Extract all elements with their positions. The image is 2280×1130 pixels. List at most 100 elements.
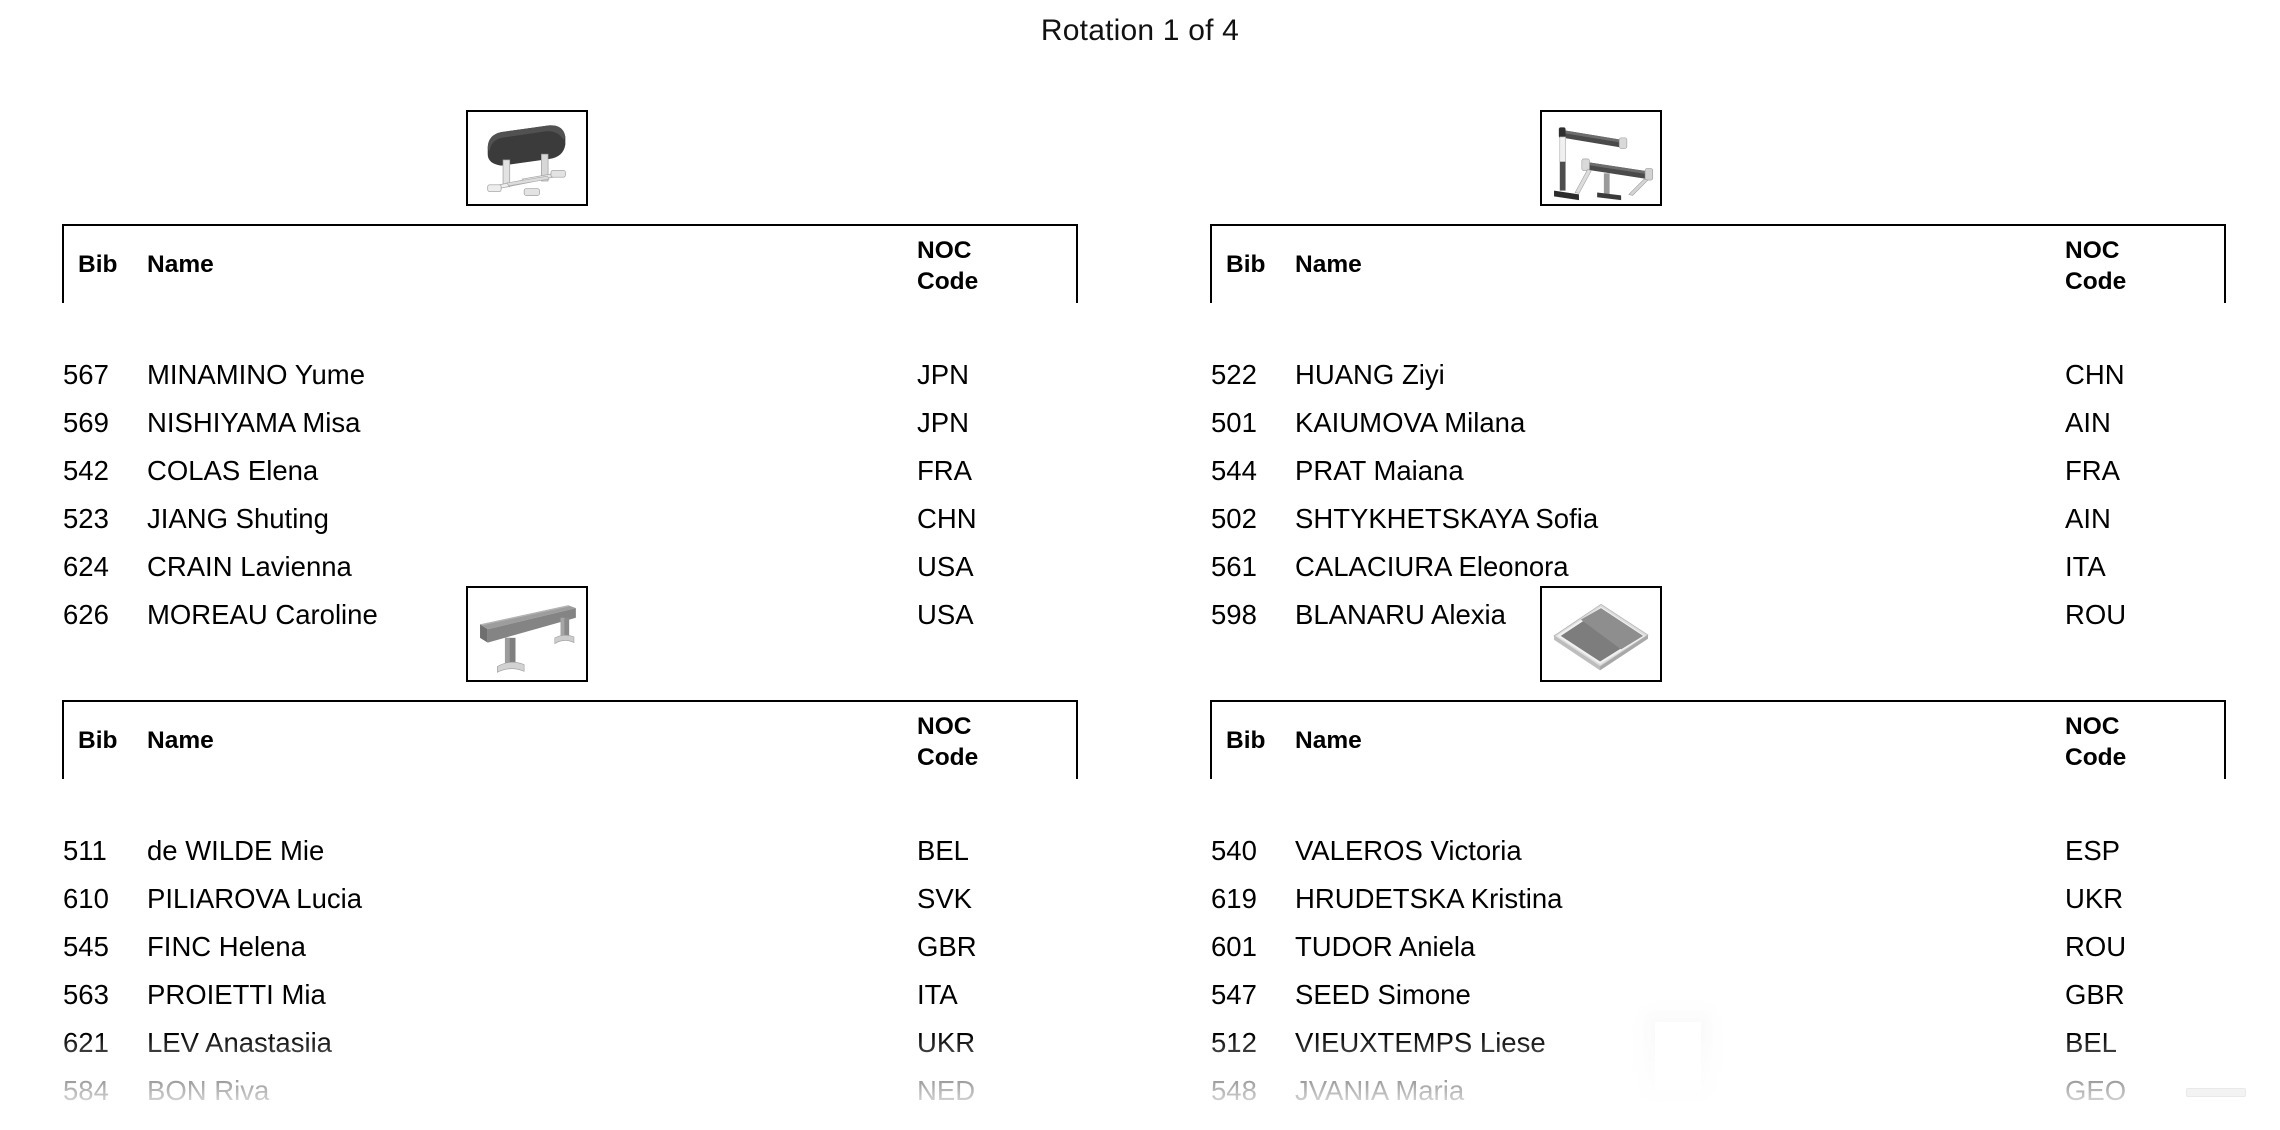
table-header-row: Bib Name NOC Code xyxy=(62,700,1078,779)
table-row: 501 KAIUMOVA Milana AIN xyxy=(1211,399,2225,447)
cell-noc: BEL xyxy=(2065,1027,2117,1058)
start-list-table: Bib Name NOC Code 511 de WILDE Mie BEL 6… xyxy=(62,700,1078,1115)
cell-noc: USA xyxy=(917,551,974,582)
panel-balance-beam: Bib Name NOC Code 511 de WILDE Mie BEL 6… xyxy=(62,586,1098,1115)
column-header-name: Name xyxy=(147,224,917,303)
cell-bib: 624 xyxy=(63,551,109,582)
table-row: 601 TUDOR Aniela ROU xyxy=(1211,923,2225,971)
cell-noc: SVK xyxy=(917,883,973,914)
cell-bib: 522 xyxy=(1211,359,1257,390)
panel-uneven-bars: Bib Name NOC Code 522 HUANG Ziyi CHN 501… xyxy=(1210,110,2246,639)
cell-name: BLANARU Alexia xyxy=(1295,599,1506,630)
cell-name: KAIUMOVA Milana xyxy=(1295,407,1526,438)
cell-noc: FRA xyxy=(2065,455,2120,486)
table-row: 540 VALEROS Victoria ESP xyxy=(1211,827,2225,875)
table-row: 522 HUANG Ziyi CHN xyxy=(1211,351,2225,399)
cell-noc: UKR xyxy=(2065,883,2124,914)
cell-noc: FRA xyxy=(917,455,972,486)
cell-bib: 619 xyxy=(1211,883,1257,914)
table-row: 610 PILIAROVA Lucia SVK xyxy=(63,875,1077,923)
cell-noc: CHN xyxy=(2065,359,2125,390)
balance-beam-icon xyxy=(466,586,588,682)
header-rule xyxy=(63,779,1077,827)
table-row: 584 BON Riva NED xyxy=(63,1067,1077,1115)
cell-name: VALEROS Victoria xyxy=(1295,835,1522,866)
cell-bib: 584 xyxy=(63,1075,109,1106)
cell-name: BON Riva xyxy=(147,1075,270,1106)
panel-vault: Bib Name NOC Code 567 MINAMINO Yume JPN … xyxy=(62,110,1098,639)
apparatus-thumbnail-wrap xyxy=(62,110,1098,210)
column-header-noc: NOC Code xyxy=(2065,224,2226,303)
cell-bib: 545 xyxy=(63,931,109,962)
panel-floor-exercise: Bib Name NOC Code 540 VALEROS Victoria E… xyxy=(1210,586,2246,1115)
cell-noc: GBR xyxy=(917,931,977,962)
cell-name: COLAS Elena xyxy=(147,455,319,486)
header-rule xyxy=(63,303,1077,351)
table-row: 547 SEED Simone GBR xyxy=(1211,971,2225,1019)
cell-name: NISHIYAMA Misa xyxy=(147,407,361,438)
cell-name: SHTYKHETSKAYA Sofia xyxy=(1295,503,1599,534)
noc-label-line1: NOC xyxy=(917,237,972,264)
table-row: 512 VIEUXTEMPS Liese BEL xyxy=(1211,1019,2225,1067)
cell-name: TUDOR Aniela xyxy=(1295,931,1476,962)
cell-bib: 548 xyxy=(1211,1075,1257,1106)
cell-noc: ITA xyxy=(917,979,958,1010)
cell-name: PILIAROVA Lucia xyxy=(147,883,363,914)
apparatus-thumbnail-wrap xyxy=(1210,586,2246,686)
cell-noc: ESP xyxy=(2065,835,2121,866)
cell-bib: 547 xyxy=(1211,979,1257,1010)
cell-name: SEED Simone xyxy=(1295,979,1471,1010)
noc-label-line1: NOC xyxy=(917,713,972,740)
table-row: 545 FINC Helena GBR xyxy=(63,923,1077,971)
cell-bib: 601 xyxy=(1211,931,1257,962)
table-row: 621 LEV Anastasiia UKR xyxy=(63,1019,1077,1067)
table-header-row: Bib Name NOC Code xyxy=(62,224,1078,303)
table-row: 569 NISHIYAMA Misa JPN xyxy=(63,399,1077,447)
column-header-noc: NOC Code xyxy=(917,224,1078,303)
cell-name: HUANG Ziyi xyxy=(1295,359,1445,390)
column-header-bib: Bib xyxy=(62,224,147,303)
cell-bib: 511 xyxy=(63,835,107,866)
cell-bib: 598 xyxy=(1211,599,1257,630)
floor-exercise-icon xyxy=(1540,586,1662,682)
cell-name: JIANG Shuting xyxy=(147,503,329,534)
noc-label-line2: Code xyxy=(917,744,979,772)
cell-noc: GEO xyxy=(2065,1075,2127,1106)
table-row: 567 MINAMINO Yume JPN xyxy=(63,351,1077,399)
cell-bib: 626 xyxy=(63,599,109,630)
cell-noc: JPN xyxy=(917,407,969,438)
cell-bib: 540 xyxy=(1211,835,1257,866)
header-rule xyxy=(1211,779,2225,827)
apparatus-thumbnail-wrap xyxy=(1210,110,2246,210)
table-row: 542 COLAS Elena FRA xyxy=(63,447,1077,495)
table-row: 544 PRAT Maiana FRA xyxy=(1211,447,2225,495)
cell-noc: AIN xyxy=(2065,407,2111,438)
cell-name: MOREAU Caroline xyxy=(147,599,378,630)
column-header-name: Name xyxy=(147,700,917,779)
cell-name: CRAIN Lavienna xyxy=(147,551,352,582)
table-row: 563 PROIETTI Mia ITA xyxy=(63,971,1077,1019)
apparatus-thumbnail-wrap xyxy=(62,586,1098,686)
column-header-bib: Bib xyxy=(1210,700,1295,779)
column-header-bib: Bib xyxy=(1210,224,1295,303)
table-row: 511 de WILDE Mie BEL xyxy=(63,827,1077,875)
table-header-row: Bib Name NOC Code xyxy=(1210,224,2226,303)
table-row: 523 JIANG Shuting CHN xyxy=(63,495,1077,543)
cell-bib: 502 xyxy=(1211,503,1257,534)
column-header-bib: Bib xyxy=(62,700,147,779)
cell-bib: 512 xyxy=(1211,1027,1257,1058)
table-row: 502 SHTYKHETSKAYA Sofia AIN xyxy=(1211,495,2225,543)
column-header-noc: NOC Code xyxy=(917,700,1078,779)
table-row: 561 CALACIURA Eleonora ITA xyxy=(1211,543,2225,591)
column-header-name: Name xyxy=(1295,224,2065,303)
cell-noc: UKR xyxy=(917,1027,976,1058)
cell-noc: ITA xyxy=(2065,551,2106,582)
cell-noc: JPN xyxy=(917,359,969,390)
noc-label-line1: NOC xyxy=(2065,237,2120,264)
table-row: 598 BLANARU Alexia ROU xyxy=(1211,591,2225,639)
table-row: 626 MOREAU Caroline USA xyxy=(63,591,1077,639)
start-list-table: Bib Name NOC Code 522 HUANG Ziyi CHN 501… xyxy=(1210,224,2226,639)
start-list-table: Bib Name NOC Code 567 MINAMINO Yume JPN … xyxy=(62,224,1078,639)
cell-bib: 501 xyxy=(1211,407,1257,438)
column-header-name: Name xyxy=(1295,700,2065,779)
